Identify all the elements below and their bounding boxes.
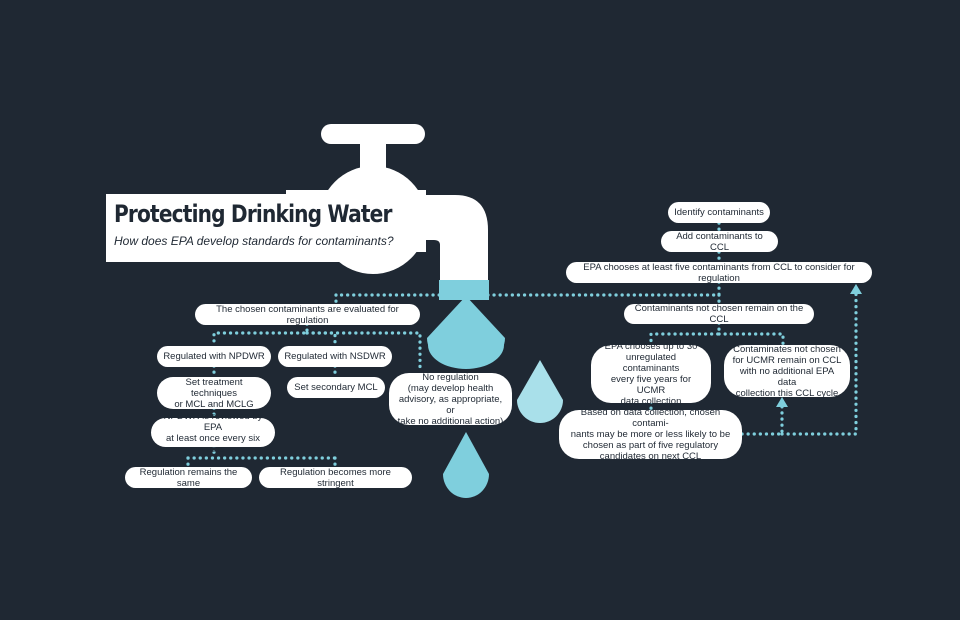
connector-five-split (334, 280, 721, 297)
node-set-treatment: Set treatment techniques or MCL and MCLG (157, 377, 271, 410)
water-drop-icon (517, 360, 563, 423)
connector-evaluated-mid (305, 331, 337, 347)
node-ucmr-choose: EPA chooses up to 30 unregulated contami… (591, 341, 711, 407)
node-regulation-same: Regulation remains the same (125, 467, 252, 489)
page-subtitle: How does EPA develop standards for conta… (114, 234, 394, 248)
node-set-secondary-mcl: Set secondary MCL (287, 377, 385, 398)
node-epa-chooses-five: EPA chooses at least five contaminants f… (566, 262, 872, 284)
node-regulation-stringent: Regulation becomes more stringent (259, 467, 412, 489)
node-regulated-npdwr: Regulated with NPDWR (157, 346, 271, 367)
arrow-up-icon (776, 397, 788, 407)
arrow-up-icon (850, 284, 862, 294)
node-regulated-nsdwr: Regulated with NSDWR (278, 346, 392, 367)
connector-loop-back (780, 288, 858, 436)
node-evaluated-for-regulation: The chosen contaminants are evaluated fo… (195, 304, 420, 326)
node-npdwr-reviewed: NPDWR is reviewed by EPA at least once e… (151, 411, 275, 455)
connector-data-right (740, 403, 784, 436)
node-based-on-data: Based on data collection, chosen contami… (559, 407, 742, 462)
node-identify-contaminants: Identify contaminants (668, 202, 770, 223)
node-add-to-ccl: Add contaminants to CCL (661, 231, 778, 253)
water-drop-icon (443, 432, 489, 498)
page-title: Protecting Drinking Water (114, 200, 392, 228)
node-no-regulation: No regulation (may develop health adviso… (389, 372, 512, 427)
connector-evaluated-left (212, 322, 309, 347)
connector-notchosen-right (717, 332, 785, 346)
connector-notchosen-split (649, 321, 721, 346)
connector-evaluated-right (305, 331, 422, 374)
node-ucmr-not-chosen: Contaminates not chosen for UCMR remain … (724, 344, 850, 399)
title-panel: Protecting Drinking Water How does EPA d… (106, 194, 406, 262)
node-not-chosen-remain: Contaminants not chosen remain on the CC… (624, 303, 814, 325)
water-drop-icon (427, 296, 505, 368)
